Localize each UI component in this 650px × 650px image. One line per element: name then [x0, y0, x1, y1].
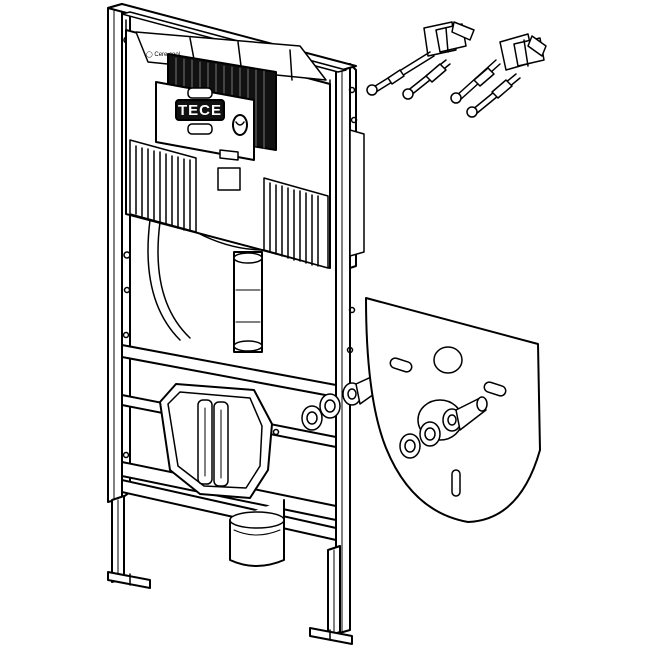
wc-support-bracket [159, 383, 280, 499]
bolt-4 [466, 73, 521, 118]
brand-logo: TECE [175, 87, 225, 135]
flush-knob [232, 114, 248, 136]
bolt-1 [366, 51, 435, 96]
cistern-left-ribs [129, 139, 197, 233]
seal-left [301, 393, 341, 431]
flush-pipe [147, 219, 263, 353]
bolt-2 [402, 59, 451, 100]
frame-left-leg [107, 495, 151, 589]
frame-right-leg [309, 545, 353, 645]
frame-mounting-holes [122, 36, 358, 459]
wall-bracket-right [499, 33, 547, 71]
drain-pipe-elbow [229, 499, 285, 567]
brand-logo-text: TECE [178, 102, 222, 119]
wall-bracket-left [423, 21, 475, 57]
cistern-lid-label: ◯ Cere cool [146, 51, 180, 58]
flush-module: TECE [155, 53, 277, 161]
cistern-inspection-hatch [217, 167, 241, 191]
wall-anchor-bolts [366, 21, 547, 118]
bolt-3 [450, 59, 501, 104]
cistern-right-ribs [263, 177, 329, 269]
plate-seals [399, 396, 488, 459]
